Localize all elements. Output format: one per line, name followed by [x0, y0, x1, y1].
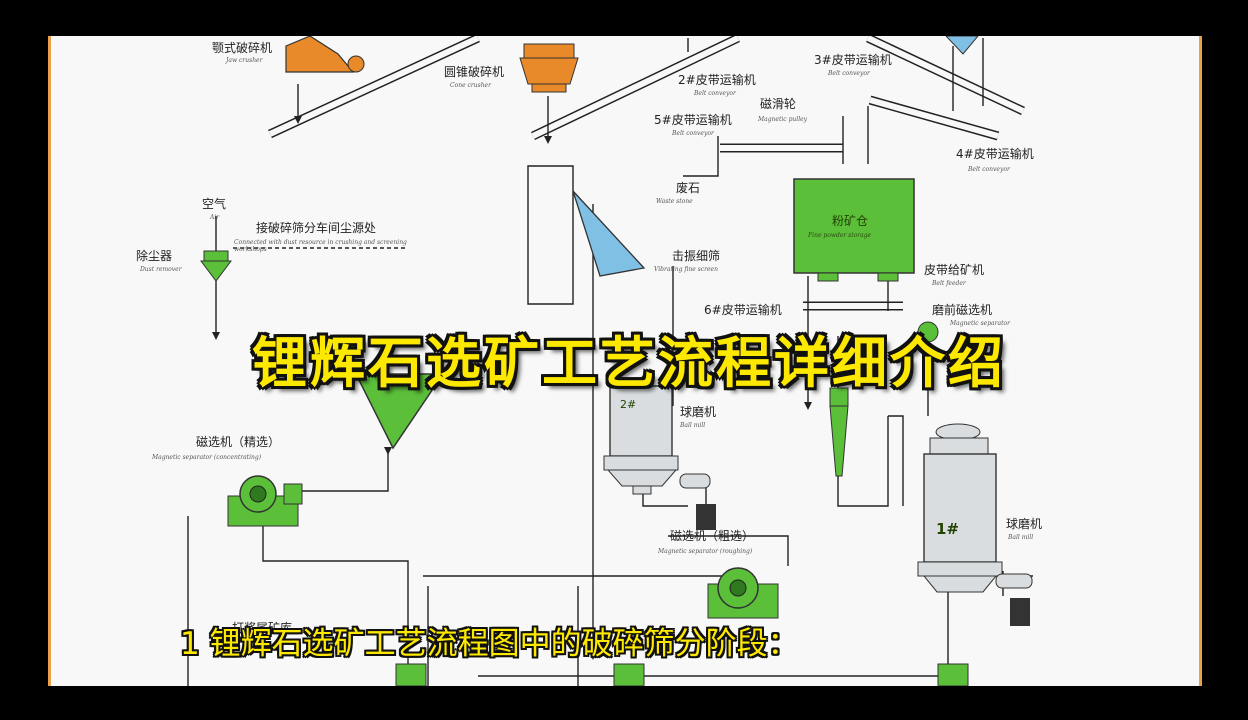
conveyor-1	[268, 36, 480, 139]
label-mag-concentrating: 磁选机（精选）	[196, 435, 281, 449]
video-title-overlay: 锂辉石选矿工艺流程详细介绍	[251, 331, 1006, 395]
label-pre-mag-en: Magnetic separator	[950, 320, 1010, 327]
label-ball-mill1-en: Ball mill	[1008, 534, 1034, 541]
label-belt-feeder-en: Belt feeder	[932, 280, 966, 287]
bottom-tank-2	[613, 663, 645, 686]
label-belt3-en: Belt conveyor	[828, 70, 870, 77]
label-waste-stone-en: Waste stone	[656, 198, 693, 205]
jaw-crusher-shape	[285, 36, 365, 73]
hydrocyclone-shape	[829, 387, 849, 477]
label-vibrating-screen: 击振细筛	[672, 249, 721, 263]
label-belt4: 4#皮带运输机	[956, 147, 1034, 161]
label-dust-note: 接破碎筛分车间尘源处	[256, 221, 377, 235]
label-vibrating-screen-en: Vibrating fine screen	[654, 266, 718, 273]
label-fine-bin-en: Fine powder storage	[808, 232, 872, 239]
video-subtitle-overlay: 1 锂辉石选矿工艺流程图中的破碎筛分阶段：	[180, 626, 799, 662]
label-mag-roughing: 磁选机（粗选）	[670, 529, 755, 543]
label-tailings: 打浆尾矿库	[232, 621, 293, 635]
dust-remover-shape	[200, 250, 232, 282]
label-air-en: Air	[210, 214, 220, 221]
label-mag-concentrating-en: Magnetic separator (concentrating)	[152, 454, 262, 461]
label-dust-note-en: Connected with dust resource in crushing…	[234, 239, 407, 253]
label-fine-bin: 粉矿仓	[832, 214, 869, 228]
label-cone-crusher: 圆锥破碎机	[444, 65, 505, 79]
label-pre-mag: 磨前磁选机	[932, 303, 993, 317]
label-belt5-en: Belt conveyor	[672, 130, 714, 137]
process-flow-diagram	[187, 36, 1033, 686]
label-jaw-crusher: 颚式破碎机	[212, 41, 273, 55]
label-belt6: 6#皮带运输机	[704, 303, 782, 317]
label-belt-feeder: 皮带给矿机	[924, 263, 985, 277]
label-dust-remover: 除尘器	[136, 249, 173, 263]
label-belt5: 5#皮带运输机	[654, 113, 732, 127]
label-waste-stone: 废石	[676, 181, 701, 195]
label-magnetic-pulley-en: Magnetic pulley	[758, 116, 808, 123]
label-cone-crusher-en: Cone crusher	[450, 82, 491, 89]
label-dust-remover-en: Dust remover	[140, 266, 182, 273]
mag-separator-concentrating-shape	[227, 475, 303, 527]
ball-mill-2-shape	[603, 385, 716, 530]
conveyor-4	[868, 95, 1000, 141]
bottom-tank-3	[937, 663, 969, 686]
label-belt2: 2#皮带运输机	[678, 73, 756, 87]
flow-arrows	[212, 116, 812, 660]
label-magnetic-pulley: 磁滑轮	[760, 97, 797, 111]
top-hopper	[945, 36, 979, 55]
concentrating-cone	[354, 373, 445, 450]
conveyor-3	[866, 36, 1025, 116]
label-mill1-mark: 1#	[936, 520, 960, 538]
label-mill2-mark: 2#	[620, 398, 637, 411]
label-ball-mill2: 球磨机	[680, 405, 717, 419]
cone-crusher-shape	[519, 43, 579, 93]
vibrating-screen-shape	[572, 190, 646, 277]
mag-separator-roughing-shape	[707, 567, 779, 619]
label-belt3: 3#皮带运输机	[814, 53, 892, 67]
label-mag-roughing-en: Magnetic separator (roughing)	[658, 548, 753, 555]
label-jaw-crusher-en: Jaw crusher	[226, 57, 263, 64]
ball-mill-1-shape	[917, 423, 1033, 626]
fine-powder-bin-shape	[793, 178, 915, 282]
label-belt4-en: Belt conveyor	[968, 166, 1010, 173]
bottom-tank-1	[395, 663, 427, 686]
label-ball-mill1: 球磨机	[1006, 517, 1043, 531]
conveyor-2	[531, 36, 740, 141]
diagram-frame: 颚式破碎机 Jaw crusher 圆锥破碎机 Cone crusher 2#皮…	[48, 36, 1202, 686]
label-belt2-en: Belt conveyor	[694, 90, 736, 97]
pre-magnetic-drum	[917, 321, 939, 343]
label-air: 空气	[202, 197, 227, 211]
frame-edge-left	[48, 36, 51, 686]
label-ball-mill2-en: Ball mill	[680, 422, 706, 429]
frame-edge-right	[1199, 36, 1202, 686]
